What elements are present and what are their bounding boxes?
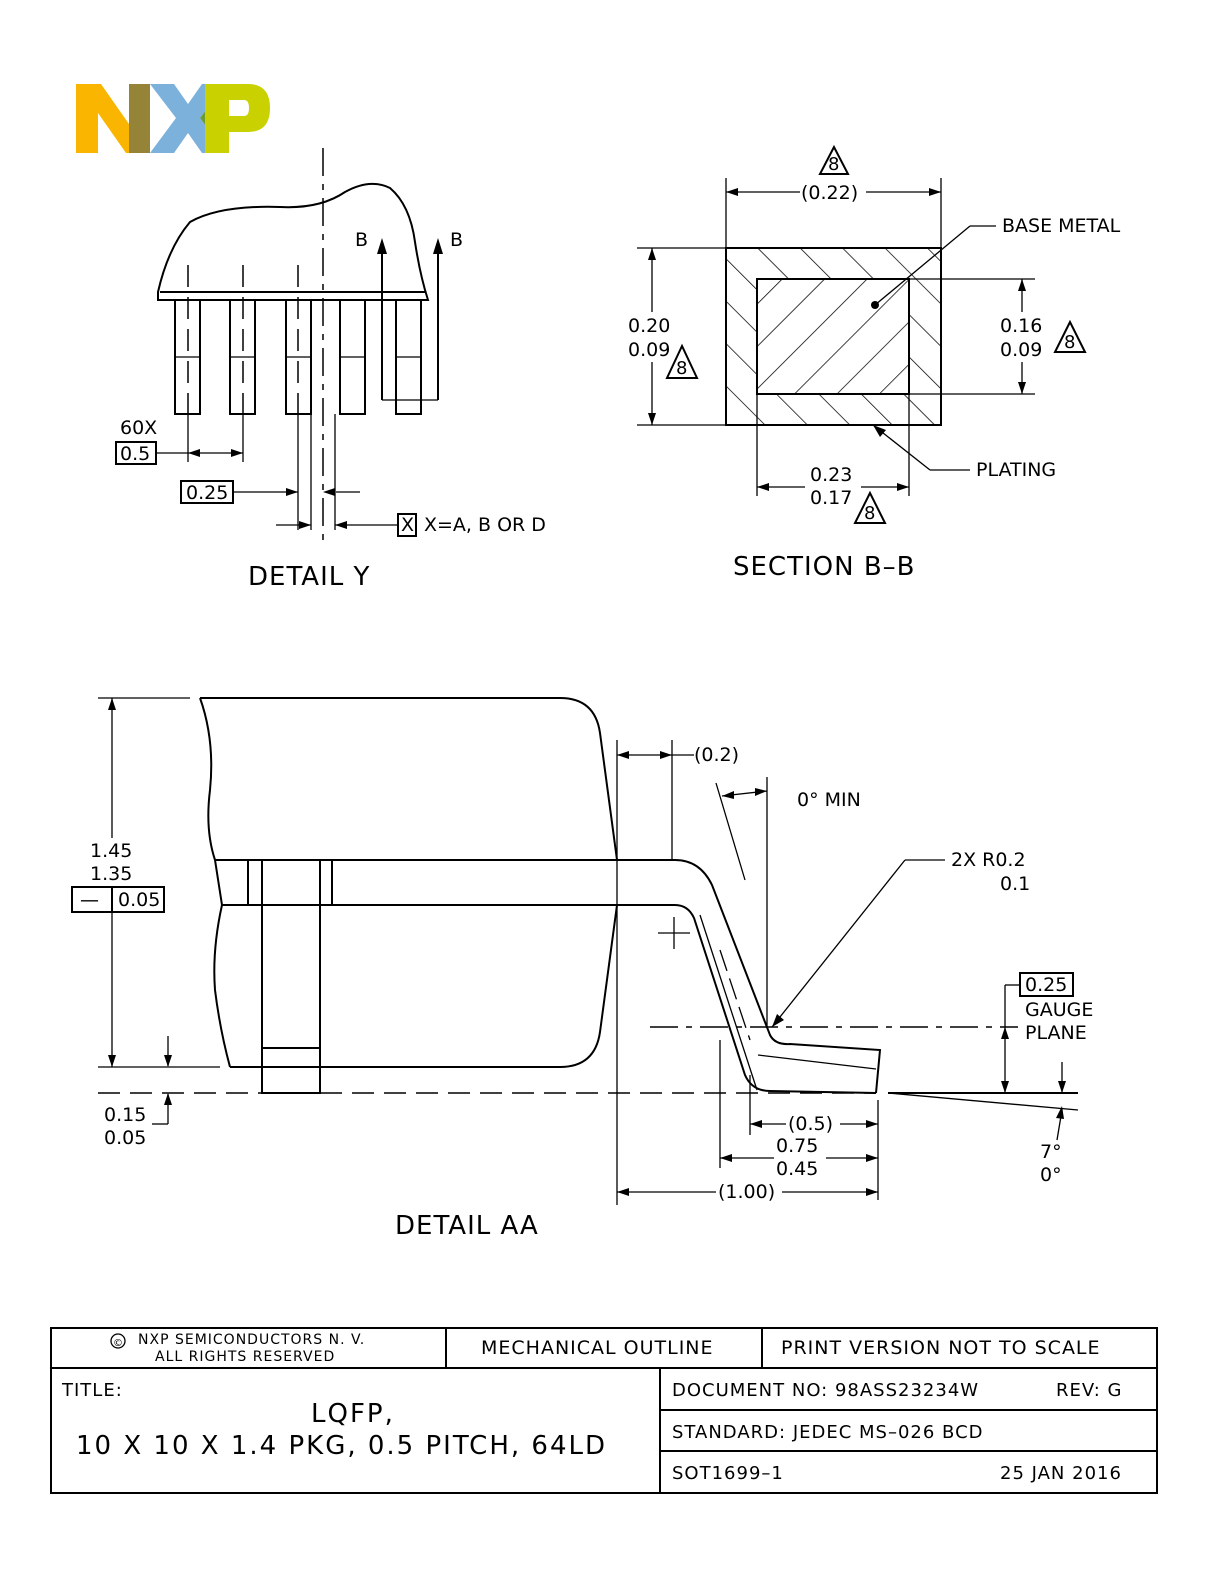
copyright-line-2: ALL RIGHTS RESERVED	[155, 1349, 335, 1365]
detail-aa: 1.45 1.35 — 0.05 0.15 0.05 (0.2) 0° MIN …	[71, 697, 1093, 1241]
section-mark-left: B	[355, 229, 368, 251]
detail-y: B B 60X 0.5 0.25 X X=A, B OR D DETAIL Y	[115, 148, 546, 592]
radius-qty: 2X R0.2	[951, 849, 1026, 871]
base-thickness-min: 0.09	[1000, 339, 1042, 361]
lead-count: 60X	[120, 417, 157, 439]
title-line-2: 10 X 10 X 1.4 PKG, 0.5 PITCH, 64LD	[76, 1431, 607, 1461]
header-print-version: PRINT VERSION NOT TO SCALE	[781, 1337, 1101, 1359]
note-tag-left: 8	[676, 358, 687, 379]
angle-min-2: 0°	[1040, 1164, 1062, 1186]
revision: REV: G	[1056, 1380, 1122, 1401]
sot-number: SOT1699–1	[672, 1463, 784, 1484]
datum-box-letter: X	[401, 514, 414, 536]
height-max: 1.45	[90, 840, 132, 862]
foot-ref: (0.5)	[788, 1113, 833, 1135]
angle-max: 7°	[1040, 1141, 1062, 1163]
gauge-value: 0.25	[1025, 974, 1067, 996]
copyright-symbol: ©	[113, 1338, 124, 1349]
base-metal-label: BASE METAL	[1002, 215, 1121, 237]
section-b-b: (0.22) 8 0.20 0.09 8 0.16 0.09 8 0.23 0.…	[620, 144, 1121, 582]
detail-aa-title: DETAIL AA	[395, 1211, 539, 1241]
note-tag-bottom: 8	[864, 503, 875, 524]
lead-ref: (1.00)	[718, 1181, 775, 1203]
standoff-min: 0.05	[104, 1127, 146, 1149]
thickness-min: 0.09	[628, 339, 670, 361]
issue-date: 25 JAN 2016	[1000, 1463, 1122, 1484]
title-block: © NXP SEMICONDUCTORS N. V. ALL RIGHTS RE…	[50, 1327, 1158, 1494]
package-body-outline	[157, 182, 430, 301]
leads	[174, 265, 422, 415]
base-width-max: 0.23	[810, 464, 852, 486]
half-pitch-value: 0.25	[186, 482, 228, 504]
base-thickness-max: 0.16	[1000, 315, 1042, 337]
height-min: 1.35	[90, 863, 132, 885]
thickness-max: 0.20	[628, 315, 670, 337]
pitch-value: 0.5	[120, 443, 150, 465]
nxp-logo	[76, 84, 270, 153]
title-label: TITLE:	[61, 1380, 123, 1401]
lead-bottom	[617, 904, 877, 1094]
section-bb-title: SECTION B–B	[733, 552, 916, 582]
copyright-line-1: NXP SEMICONDUCTORS N. V.	[138, 1332, 365, 1348]
body-break-line	[199, 697, 231, 1068]
base-width-min: 0.17	[810, 487, 852, 509]
radius-min: 0.1	[1000, 873, 1030, 895]
foot-min: 0.45	[776, 1158, 818, 1180]
note-tag-top: 8	[828, 154, 839, 175]
gauge-line-1: GAUGE	[1025, 999, 1093, 1021]
body-bottom-outline	[230, 904, 618, 1068]
lead-top	[617, 859, 882, 1094]
foot-max: 0.75	[776, 1135, 818, 1157]
title-line-1: LQFP,	[311, 1399, 395, 1429]
detail-y-title: DETAIL Y	[248, 562, 370, 592]
section-mark-right: B	[450, 229, 463, 251]
flatness-symbol: —	[80, 889, 99, 911]
standoff-max: 0.15	[104, 1104, 146, 1126]
standard: STANDARD: JEDEC MS–026 BCD	[672, 1422, 984, 1443]
width-ref: (0.22)	[801, 182, 858, 204]
flatness-value: 0.05	[118, 889, 160, 911]
header-mechanical-outline: MECHANICAL OUTLINE	[481, 1337, 714, 1359]
ref-0-2: (0.2)	[694, 744, 739, 766]
angle-min: 0° MIN	[797, 789, 861, 811]
note-tag-right: 8	[1064, 332, 1075, 353]
gauge-line-2: PLANE	[1025, 1022, 1087, 1044]
datum-note: X=A, B OR D	[424, 514, 546, 536]
plating-label: PLATING	[976, 459, 1056, 481]
body-top-outline	[200, 697, 618, 861]
document-number: DOCUMENT NO: 98ASS23234W	[672, 1380, 979, 1401]
